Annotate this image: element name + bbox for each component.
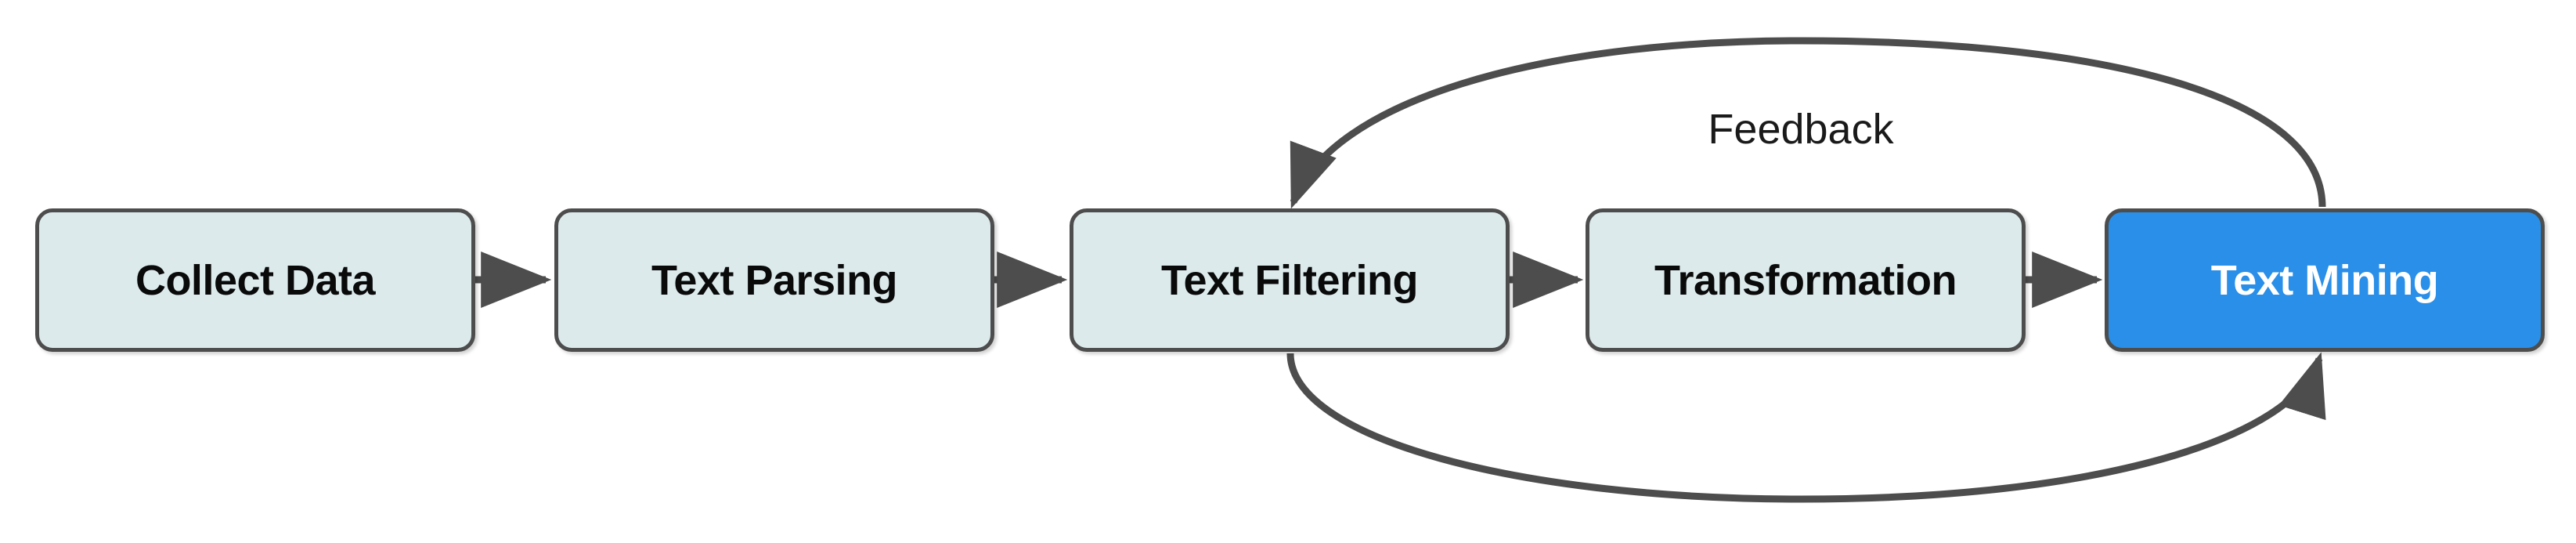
node-label-text-filtering: Text Filtering — [1160, 256, 1419, 304]
node-transformation[interactable]: Transformation — [1586, 208, 2026, 352]
node-label-text-mining: Text Mining — [2210, 256, 2439, 304]
node-label-text-parsing: Text Parsing — [651, 256, 898, 304]
connector-feedback-bottom — [1286, 352, 2326, 503]
node-text-filtering[interactable]: Text Filtering — [1070, 208, 1510, 352]
node-collect-data[interactable]: Collect Data — [35, 208, 475, 352]
edge-label-feedback: Feedback — [1708, 106, 1894, 153]
node-label-transformation: Transformation — [1654, 256, 1957, 304]
node-label-collect-data: Collect Data — [135, 256, 376, 304]
node-text-mining[interactable]: Text Mining — [2105, 208, 2545, 352]
connector-feedback-top — [1290, 37, 2326, 209]
node-text-parsing[interactable]: Text Parsing — [554, 208, 994, 352]
